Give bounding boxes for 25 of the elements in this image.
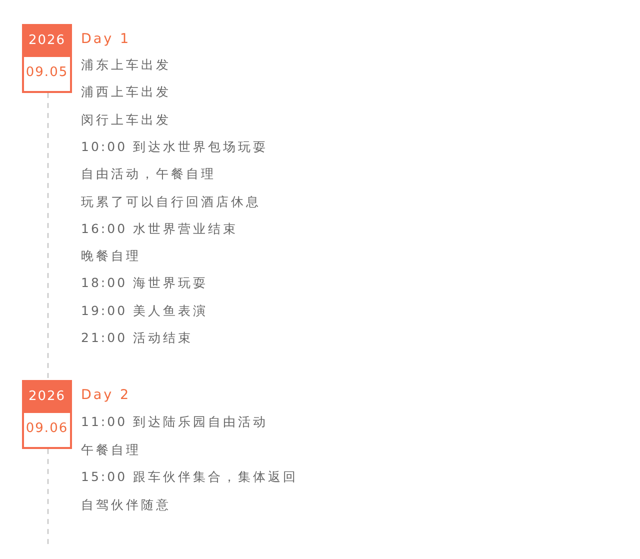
date-badge bbox=[22, 380, 72, 449]
schedule-item: 玩累了可以自行回酒店休息 bbox=[81, 194, 261, 210]
timeline-line bbox=[47, 93, 49, 380]
day-heading: Day 2 bbox=[81, 387, 131, 403]
schedule-item: 19:00 美人鱼表演 bbox=[81, 302, 208, 319]
schedule-item: 18:00 海世界玩耍 bbox=[81, 275, 208, 292]
schedule-item: 午餐自理 bbox=[81, 442, 141, 458]
schedule-item: 浦东上车出发 bbox=[81, 57, 171, 73]
schedule-item: 15:00 跟车伙伴集合，集体返回 bbox=[81, 469, 298, 485]
schedule-item: 11:00 到达陆乐园自由活动 bbox=[81, 414, 268, 430]
year-text: 2026 bbox=[22, 380, 72, 413]
schedule-item: 21:00 活动结束 bbox=[81, 330, 193, 346]
timeline-line bbox=[47, 449, 49, 547]
schedule-item: 浦西上车出发 bbox=[81, 84, 171, 100]
schedule-item: 16:00 水世界营业结束 bbox=[81, 220, 238, 237]
schedule-item: 10:00 到达水世界包场玩耍 bbox=[81, 138, 268, 155]
year-text: 2026 bbox=[22, 24, 72, 57]
schedule-item: 晚餐自理 bbox=[81, 248, 141, 264]
schedule-item: 自由活动，午餐自理 bbox=[81, 166, 216, 182]
date-text: 09.06 bbox=[22, 413, 72, 449]
date-text: 09.05 bbox=[22, 57, 72, 93]
schedule-item: 闵行上车出发 bbox=[81, 112, 171, 128]
day-heading: Day 1 bbox=[81, 31, 131, 47]
date-badge bbox=[22, 24, 72, 93]
schedule-item: 自驾伙伴随意 bbox=[81, 496, 171, 512]
